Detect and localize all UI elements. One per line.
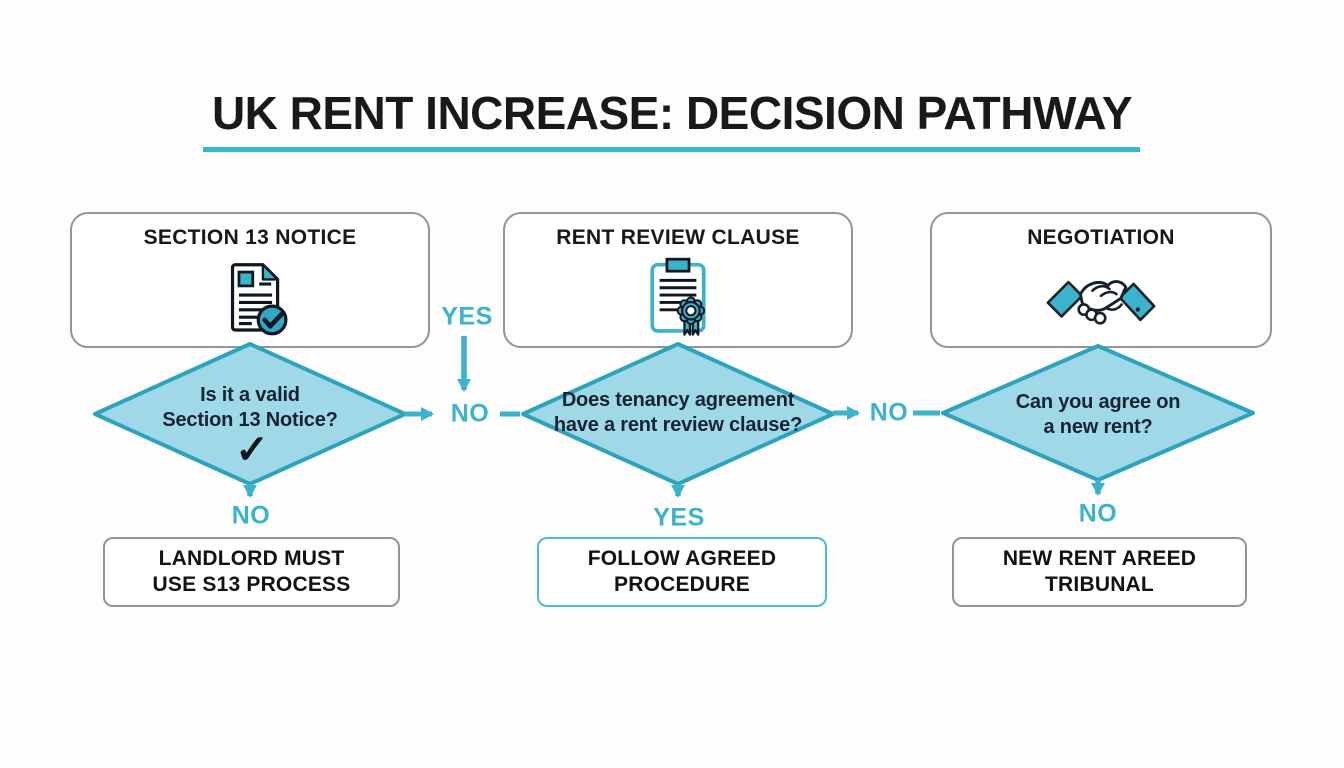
document-check-icon xyxy=(204,250,296,348)
step-box-title: NEGOTIATION xyxy=(1027,226,1175,249)
step-box-negotiation: NEGOTIATION xyxy=(930,212,1272,348)
handshake-icon xyxy=(1041,250,1161,346)
diamond-question: Is it a valid Section 13 Notice? xyxy=(100,383,400,433)
result-line: LANDLORD MUST xyxy=(158,547,345,570)
branch-label-no: NO xyxy=(1078,499,1118,528)
checkmark-icon: ✓ xyxy=(235,428,269,472)
branch-label-no: NO xyxy=(450,399,490,428)
question-line: Is it a valid xyxy=(200,384,300,406)
question-line: a new rent? xyxy=(1043,416,1153,438)
result-line: NEW RENT AREED xyxy=(1002,547,1197,570)
result-box-s13-process: LANDLORD MUST USE S13 PROCESS xyxy=(103,537,400,607)
result-box-tribunal: NEW RENT AREED TRIBUNAL xyxy=(952,537,1247,607)
question-line: have a rent review clause? xyxy=(553,414,803,436)
result-line: FOLLOW AGREED xyxy=(587,547,777,570)
result-line: TRIBUNAL xyxy=(1045,573,1154,596)
step-box-title: SECTION 13 NOTICE xyxy=(143,226,357,249)
question-line: Section 13 Notice? xyxy=(162,409,338,431)
title-underline xyxy=(203,147,1140,152)
step-box-section13: SECTION 13 NOTICE xyxy=(70,212,430,348)
result-line: USE S13 PROCESS xyxy=(152,573,351,596)
step-box-title: RENT REVIEW CLAUSE xyxy=(556,226,800,249)
certificate-icon xyxy=(632,250,724,348)
branch-label-yes: YES xyxy=(441,302,493,331)
result-box-agreed-procedure: FOLLOW AGREED PROCEDURE xyxy=(537,537,827,607)
branch-label-no: NO xyxy=(231,501,271,530)
result-line: PROCEDURE xyxy=(614,573,750,596)
question-line: Can you agree on xyxy=(1015,391,1181,413)
page-title: UK RENT INCREASE: DECISION PATHWAY xyxy=(211,87,1133,139)
branch-label-no: NO xyxy=(869,398,909,427)
step-box-rent-review: RENT REVIEW CLAUSE xyxy=(503,212,853,348)
question-line: Does tenancy agreement xyxy=(561,389,795,411)
diamond-question: Does tenancy agreement have a rent revie… xyxy=(528,388,828,438)
branch-label-yes: YES xyxy=(653,503,705,532)
decision-diamond-agree-rent xyxy=(941,344,1255,482)
diamond-question: Can you agree on a new rent? xyxy=(948,390,1248,440)
